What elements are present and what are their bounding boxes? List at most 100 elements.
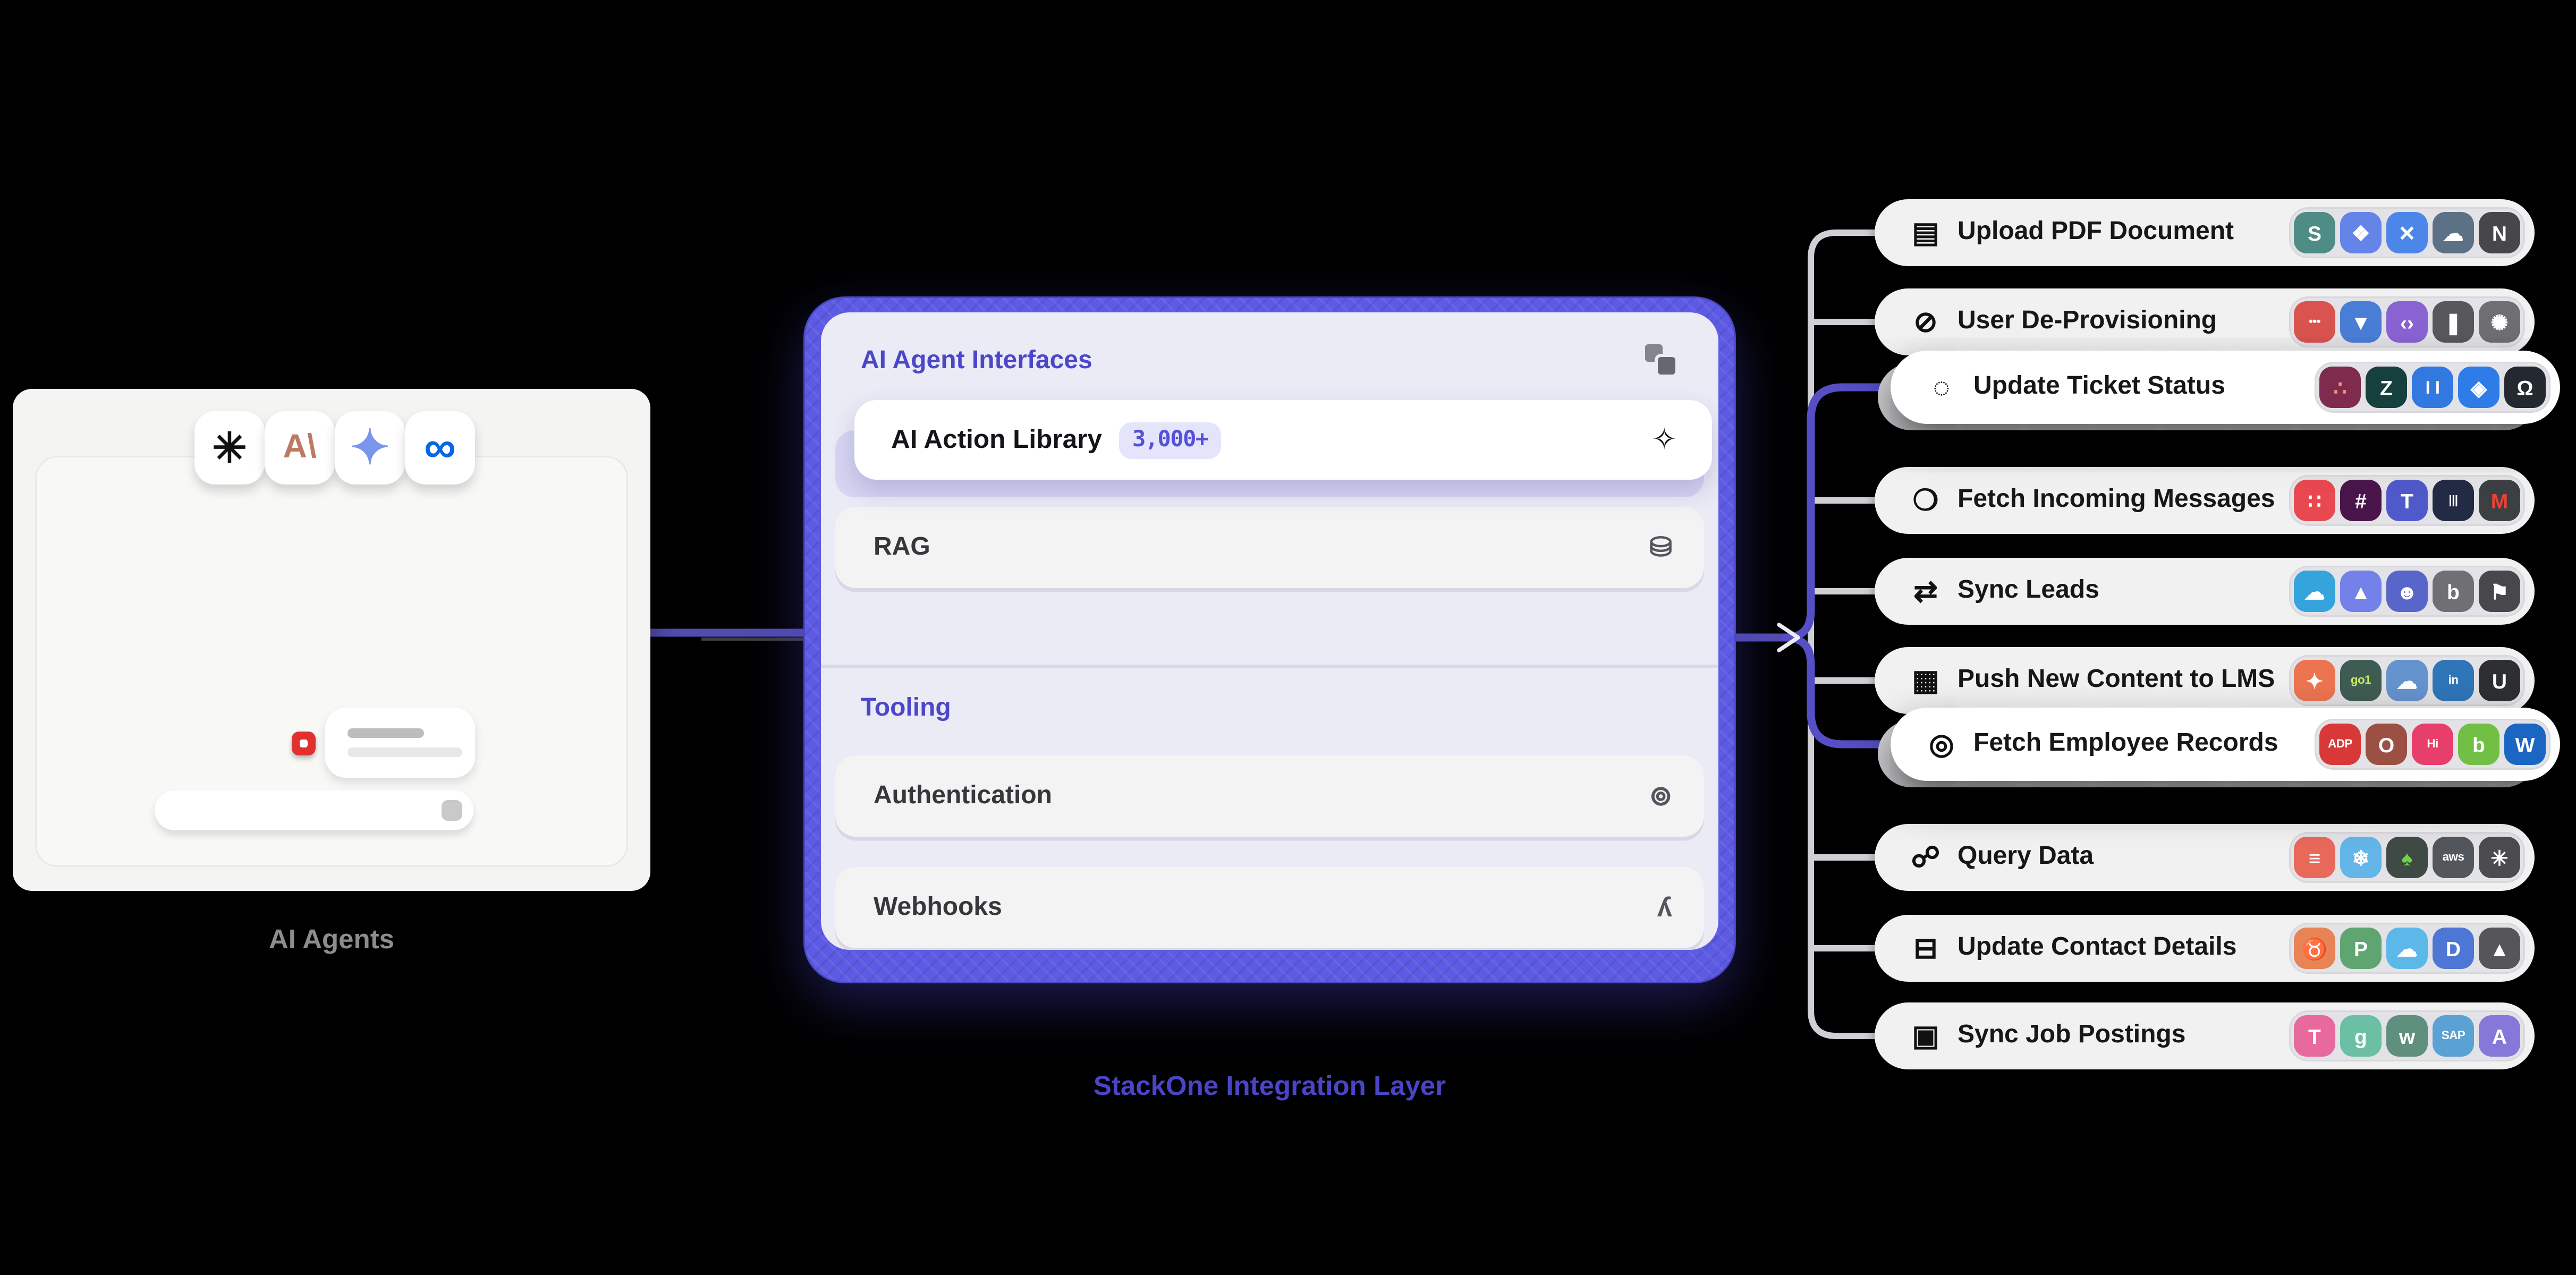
chat-message-bubble [325,708,475,778]
asana-icon: ∴ [2319,367,2361,408]
agent-avatar-icon [292,732,316,755]
jira-icon: ◈ [2458,367,2499,408]
go1-icon: go1 [2340,660,2382,701]
llm-provider-logos: ✳ A\ ✦ ∞ [194,411,475,484]
lastpass-icon: ••• [2294,301,2335,343]
anthropic-logo: A\ [265,411,335,484]
webhook-icon: ʎ [1657,891,1672,922]
salesforce-icon: ☁ [2386,928,2428,969]
github-icon: Ω [2504,367,2546,408]
gemini-logo: ✦ [335,411,405,484]
bamboohr-icon: b [2458,724,2499,765]
pipedrive-icon: P [2340,928,2382,969]
ai-agents-label: AI Agents [268,924,395,955]
webhooks-row[interactable]: Webhooks ʎ [835,867,1704,948]
query-icon: ☍ [1911,840,1941,873]
oracle-icon: O [2366,724,2407,765]
linkedin-learning-icon: in [2433,660,2474,701]
greenhouse-icon: g [2340,1015,2382,1057]
action-row-label: Query Data [1958,843,2094,870]
connected-apps-cluster: ∴Z❙❙◈Ω [2315,362,2550,413]
action-library-label: AI Action Library [891,424,1102,454]
workday-icon: W [2504,724,2546,765]
mongodb-icon: ♠ [2386,837,2428,878]
action-row-label: Push New Content to LMS [1958,666,2275,693]
rag-label: RAG [874,533,930,560]
briefcase-icon: ▣ [1912,1019,1939,1051]
sparkle-icon: ✧ [1651,423,1677,457]
action-row-label: Update Contact Details [1958,934,2237,961]
action-row-label: Update Ticket Status [1973,373,2225,400]
panel-body: AI Agent Interfaces AI Action Library 3,… [821,312,1718,950]
dashlane-icon: ‹› [2386,301,2428,343]
connected-apps-cluster: ☁▲☻b⚑ [2289,566,2525,617]
bullhorn-icon: ♉ [2294,928,2335,969]
workable-icon: w [2386,1015,2428,1057]
message-line-placeholder [348,728,424,737]
action-row-label: Fetch Employee Records [1973,730,2278,757]
azure-synapse-icon: ✳ [2479,837,2520,878]
action-row-update-ticket-status[interactable]: ◌Update Ticket Status∴Z❙❙◈Ω [1891,351,2560,424]
slack-icon: # [2340,480,2382,521]
sap-successfactors-icon: SAP [2433,1015,2474,1057]
snowflake-icon: ❄ [2340,837,2382,878]
openai-logo: ✳ [194,411,265,484]
dropbox-icon: ❖ [2340,212,2382,253]
rag-row[interactable]: RAG ⛁ [835,507,1704,588]
chat-input[interactable] [155,790,473,830]
pdf-file-icon: ▤ [1912,216,1939,248]
message-line-placeholder [348,747,462,756]
anthropic-logo: A\ [283,429,317,465]
employee-icon: ◎ [1929,727,1954,760]
ai-action-library-row[interactable]: AI Action Library 3,000+ ✧ [854,400,1712,480]
meta-logo: ∞ [424,422,456,472]
action-row-fetch-incoming-messages[interactable]: ❍Fetch Incoming Messages∷#T|||M [1875,467,2535,534]
action-row-update-contact-details[interactable]: ⊟Update Contact Details♉P☁D▲ [1875,915,2535,982]
1password-icon: ❚ [2433,301,2474,343]
dynamics-365-icon: D [2433,928,2474,969]
aws-icon: aws [2433,837,2474,878]
onedrive-icon: ☁ [2433,212,2474,253]
integration-layer-caption: StackOne Integration Layer [1093,1071,1446,1101]
gemini-logo: ✦ [350,421,390,474]
action-row-query-data[interactable]: ☍ Query Data ≡❄♠aws✳ [1875,824,2535,891]
authentication-label: Authentication [874,781,1052,809]
box-icon: ✕ [2386,212,2428,253]
panel-title: AI Agent Interfaces [861,347,1092,375]
connected-apps-cluster: ∷#T|||M [2289,475,2525,526]
action-row-label: Sync Job Postings [1958,1022,2186,1049]
freshsales-icon: ▲ [2340,571,2382,612]
send-button[interactable] [442,800,462,821]
sharepoint-icon: S [2294,212,2335,253]
zoho-crm-icon: ☻ [2386,571,2428,612]
connected-apps-cluster: ≡❄♠aws✳ [2289,832,2525,883]
meta-logo: ∞ [405,411,475,484]
attio-icon: ▲ [2479,928,2520,969]
close-crm-icon: ⚑ [2479,571,2520,612]
ms-teams-icon: T [2386,480,2428,521]
section-divider [821,665,1718,668]
grid-icon: ▦ [1912,664,1939,696]
tooling-heading: Tooling [861,695,951,722]
udemy-icon: U [2479,660,2520,701]
connected-apps-cluster: S❖✕☁N [2289,207,2525,258]
authentication-row[interactable]: Authentication ⊚ [835,755,1704,837]
action-row-label: User De-Provisioning [1958,308,2217,335]
talentlms-icon: ☁ [2386,660,2428,701]
connected-apps-cluster: •••▼‹›❚✺ [2289,296,2525,347]
user-remove-icon: ⊘ [1913,305,1938,337]
action-row-sync-leads[interactable]: ⇄Sync Leads☁▲☻b⚑ [1875,558,2535,625]
action-row-user-de-provisioning[interactable]: ⊘ User De-Provisioning •••▼‹›❚✺ [1875,288,2535,355]
chat-bubble-icon: ❍ [1912,483,1939,516]
jumpcloud-icon: ✺ [2479,301,2520,343]
action-count-badge: 3,000+ [1119,421,1221,458]
teamtailor-icon: T [2294,1015,2335,1057]
